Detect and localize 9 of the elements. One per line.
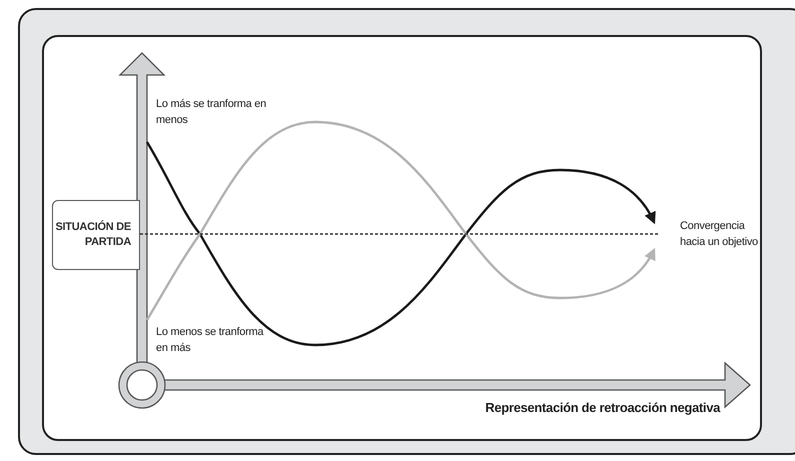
curve-arrow xyxy=(146,141,656,346)
axis-label: Representación de retroacción negativa xyxy=(484,399,720,417)
curve-label: Lo más se tranforma en menos xyxy=(156,98,266,126)
goal-label: Convergencia hacia un objetivo xyxy=(680,219,759,250)
curve-label: Lo menos se tranforma en más xyxy=(156,326,264,354)
start-situation-box xyxy=(52,200,140,270)
curve-arrow xyxy=(146,120,656,321)
box-text: SITUACIÓN DE PARTIDA xyxy=(54,220,131,250)
dotted-line xyxy=(140,233,660,235)
